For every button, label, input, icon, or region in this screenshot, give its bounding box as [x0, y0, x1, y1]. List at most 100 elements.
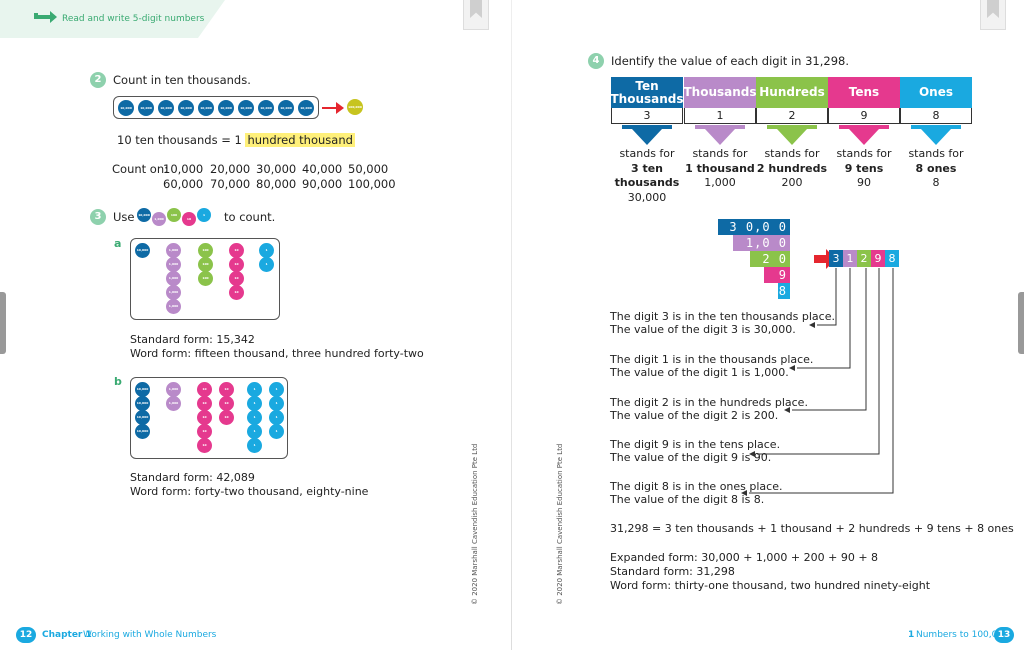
q3b-letter: b	[114, 375, 122, 388]
side-tab-left[interactable]	[0, 292, 6, 354]
place-value-disc: 10	[229, 243, 244, 258]
place-value-header: Ones	[900, 77, 972, 108]
count-value: 30,000	[256, 162, 297, 176]
footer-chapter-num: 1	[908, 630, 915, 640]
legend-disc: 1	[197, 208, 211, 222]
legend-disc: 10	[182, 212, 196, 226]
digit-place-statement: The digit 9 is in the tens place.	[610, 438, 781, 451]
count-value: 60,000	[163, 177, 204, 191]
q4-expanded-form: Expanded form: 30,000 + 1,000 + 200 + 90…	[610, 551, 879, 564]
place-value-disc: 10	[219, 410, 234, 425]
digit-place-statement: The digit 2 is in the hundreds place.	[610, 396, 808, 409]
q4-word-form: Word form: thirty-one thousand, two hund…	[610, 579, 931, 592]
place-value-disc: 1	[247, 410, 262, 425]
place-value-disc: 100	[198, 257, 213, 272]
hundred-thousand-disc: 100,000	[347, 99, 363, 115]
q4-sum: 31,298 = 3 ten thousands + 1 thousand + …	[610, 522, 1014, 535]
bookmark-icon-right[interactable]	[980, 0, 1006, 30]
ten-thousand-disc: 10,000	[258, 100, 274, 116]
q3a-word-form: Word form: fifteen thousand, three hundr…	[130, 347, 424, 360]
place-value-disc: 10	[229, 285, 244, 300]
side-tab-right[interactable]	[1018, 292, 1024, 354]
ten-thousand-disc: 10,000	[118, 100, 134, 116]
place-value-disc: 1	[259, 257, 274, 272]
place-value-header: Ten Thousands	[610, 77, 684, 108]
place-value-disc: 1	[247, 424, 262, 439]
place-value-disc: 100	[198, 243, 213, 258]
digit-value-statement: The value of the digit 8 is 8.	[610, 493, 765, 506]
q3a-letter: a	[114, 237, 122, 250]
stack-value: 1,0 0 0	[733, 235, 790, 266]
q3-prompt-use: Use	[113, 210, 135, 224]
place-value-disc: 10,000	[135, 243, 150, 258]
place-value-disc: 1	[259, 243, 274, 258]
digit-value-statement: The value of the digit 9 is 90.	[610, 451, 772, 464]
place-value-digit: 9	[828, 108, 900, 124]
place-value-disc: 1	[269, 424, 284, 439]
place-value-disc: 1,000	[166, 243, 181, 258]
place-value-disc: 1	[269, 396, 284, 411]
ten-thousand-disc: 10,000	[138, 100, 154, 116]
ten-thousand-disc: 10,000	[298, 100, 314, 116]
place-value-disc: 1	[269, 382, 284, 397]
place-value-disc: 1,000	[166, 382, 181, 397]
count-value: 100,000	[348, 177, 396, 191]
place-value-disc: 1,000	[166, 285, 181, 300]
place-value-digit: 3	[611, 108, 683, 124]
place-value-disc: 1	[247, 396, 262, 411]
place-value-disc: 1,000	[166, 271, 181, 286]
place-value-disc: 1	[269, 410, 284, 425]
count-value: 50,000	[348, 162, 389, 176]
digit-place-statement: The digit 1 is in the thousands place.	[610, 353, 814, 366]
combined-digit: 2	[857, 250, 871, 267]
ten-thousand-disc: 10,000	[278, 100, 294, 116]
place-value-header: Thousands	[683, 77, 757, 108]
legend-disc: 1,000	[152, 212, 166, 226]
place-value-disc: 10,000	[135, 396, 150, 411]
ten-thousand-disc: 10,000	[158, 100, 174, 116]
place-value-header: Tens	[828, 77, 900, 108]
q4-standard-form: Standard form: 31,298	[610, 565, 735, 578]
place-value-disc: 10	[197, 424, 212, 439]
question-number-2: 2	[90, 72, 106, 88]
place-value-disc: 10	[197, 438, 212, 453]
combined-digit: 9	[871, 250, 885, 267]
digit-value-statement: The value of the digit 2 is 200.	[610, 409, 779, 422]
digit-value-statement: The value of the digit 1 is 1,000.	[610, 366, 789, 379]
digit-place-statement: The digit 3 is in the ten thousands plac…	[610, 310, 835, 323]
down-arrow-icon	[622, 125, 672, 145]
count-value: 90,000	[302, 177, 343, 191]
ten-thousand-disc: 10,000	[218, 100, 234, 116]
right-page: © 2020 Marshall Cavendish Education Pte …	[512, 0, 1024, 650]
stack-value: 9 0	[764, 267, 790, 298]
place-value-disc: 10,000	[135, 382, 150, 397]
digit-value-statement: The value of the digit 3 is 30,000.	[610, 323, 796, 336]
count-value: 40,000	[302, 162, 343, 176]
footer-chapter: Chapter 1	[42, 630, 92, 640]
bookmark-icon[interactable]	[463, 0, 489, 30]
footer-chapter-title: Working with Whole Numbers	[83, 630, 217, 640]
count-on-label: Count on:	[112, 162, 169, 176]
place-value-disc: 10	[197, 396, 212, 411]
down-arrow-icon	[911, 125, 961, 145]
q2-equation-highlight: hundred thousand	[245, 133, 355, 147]
place-value-disc: 10	[219, 396, 234, 411]
lesson-arrow-icon	[34, 11, 57, 23]
count-value: 80,000	[256, 177, 297, 191]
combined-digit: 1	[843, 250, 857, 267]
q2-equation: 10 ten thousands = 1 hundred thousand	[117, 133, 355, 147]
ten-thousand-disc: 10,000	[198, 100, 214, 116]
footer-chapter-title-right: Numbers to 100,000	[916, 630, 1009, 640]
q4-prompt: Identify the value of each digit in 31,2…	[611, 54, 849, 68]
place-value-disc: 10	[197, 382, 212, 397]
place-value-digit: 1	[684, 108, 756, 124]
place-value-disc: 1	[247, 382, 262, 397]
place-value-disc: 10	[197, 410, 212, 425]
